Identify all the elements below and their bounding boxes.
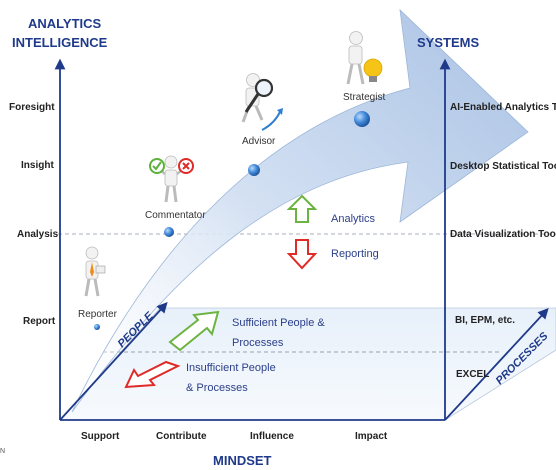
analytics-label: Analytics [331, 213, 376, 225]
y-axis-title-line2: INTELLIGENCE [12, 35, 108, 50]
y-level-insight: Insight [21, 160, 54, 171]
reporting-down-arrow-icon [286, 239, 318, 270]
insufficient-label-line2: & Processes [186, 382, 248, 394]
sufficient-label-line1: Sufficient People & [232, 317, 325, 329]
y-level-foresight: Foresight [9, 102, 55, 113]
sufficient-arrow-icon [168, 310, 220, 352]
reporter-label: Reporter [78, 309, 118, 320]
cross-icon [178, 158, 194, 174]
x-level-influence: Influence [250, 431, 294, 442]
y-level-analysis: Analysis [17, 229, 59, 240]
lightbulb-icon [363, 58, 383, 82]
corner-mark: N [0, 448, 5, 455]
advisor-label: Advisor [242, 136, 276, 147]
systems-axis-title: SYSTEMS [417, 35, 479, 50]
strategist-figure-icon [346, 31, 365, 85]
magnifier-icon [244, 78, 274, 113]
maturity-growth-arrow [71, 8, 529, 413]
commentator-dot [164, 227, 174, 237]
strategist-label: Strategist [343, 92, 385, 103]
system-bi-epm: BI, EPM, etc. [455, 315, 515, 326]
insufficient-arrow-icon [124, 360, 181, 389]
reporter-dot [94, 324, 100, 330]
system-desktop-statistical: Desktop Statistical Tools [450, 161, 556, 172]
x-level-support: Support [81, 431, 120, 442]
sufficient-label-line2: Processes [232, 337, 284, 349]
check-icon [149, 158, 165, 174]
y-level-report: Report [23, 316, 56, 327]
analytics-up-arrow-icon [286, 194, 318, 223]
x-axis-title: MINDSET [213, 453, 272, 468]
insufficient-label-line1: Insufficient People [186, 362, 276, 374]
people-axis-line [59, 302, 168, 421]
system-data-visualization: Data Visualization Tools [450, 229, 556, 240]
reporter-figure-icon [84, 246, 106, 297]
y-axis-title-line1: ANALYTICS [28, 16, 102, 31]
strategist-dot [354, 111, 370, 127]
advisor-dot [248, 164, 260, 176]
reporting-label: Reporting [331, 248, 379, 260]
commentator-label: Commentator [145, 210, 206, 221]
processes-axis-line [444, 308, 549, 421]
x-level-impact: Impact [355, 431, 388, 442]
growth-curve-icon [261, 108, 283, 131]
system-excel: EXCEL [456, 369, 489, 380]
x-level-contribute: Contribute [156, 431, 207, 442]
system-ai-enabled: AI-Enabled Analytics Tools [450, 102, 556, 113]
